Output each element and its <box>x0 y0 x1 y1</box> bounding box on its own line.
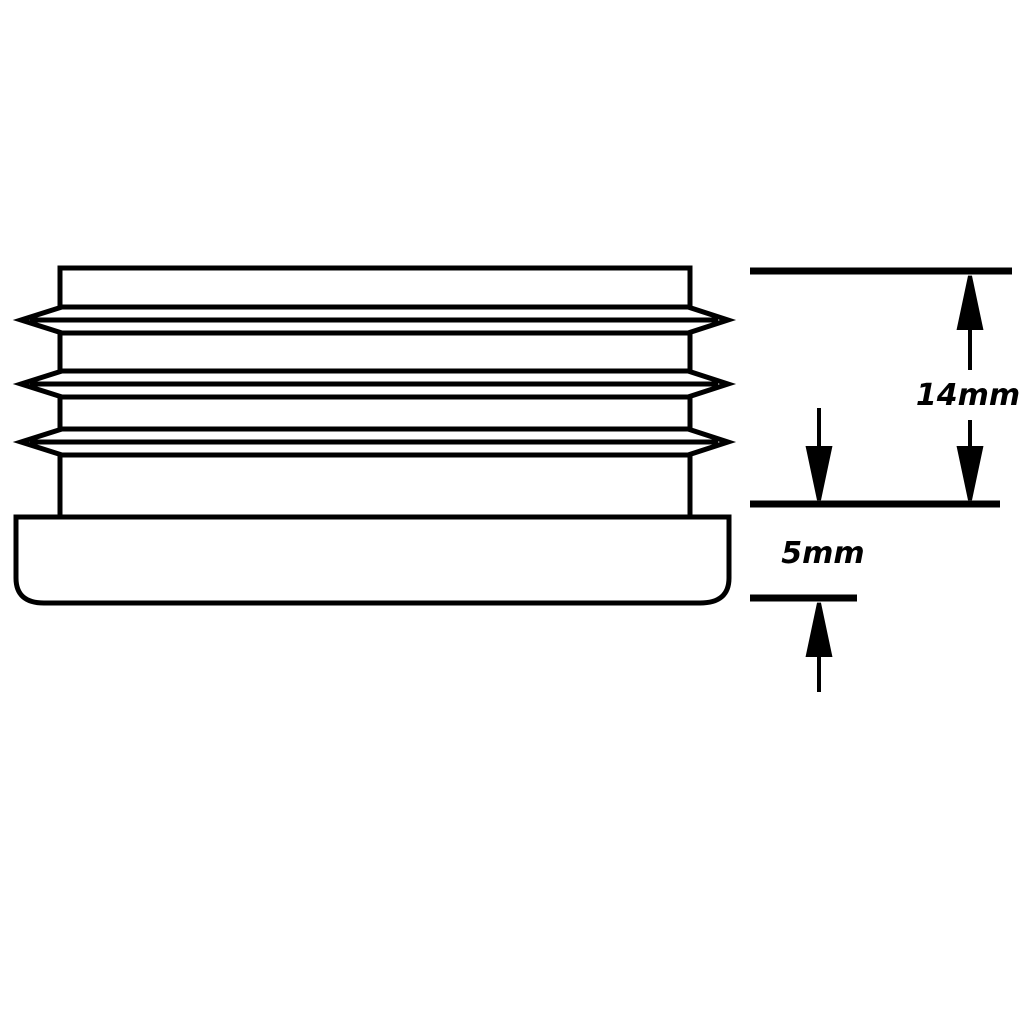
ribs <box>12 304 737 458</box>
arrow-up-icon <box>956 275 984 330</box>
dimension-label-14mm: 14mm <box>916 378 1020 413</box>
arrow-down-icon <box>956 446 984 501</box>
arrow-down-icon <box>805 446 833 501</box>
arrow-up-icon <box>805 602 833 657</box>
cap-head <box>13 514 732 606</box>
dimension-label-5mm: 5mm <box>781 536 864 571</box>
dimension-lines <box>750 267 1012 602</box>
dimension-arrows <box>805 275 984 692</box>
